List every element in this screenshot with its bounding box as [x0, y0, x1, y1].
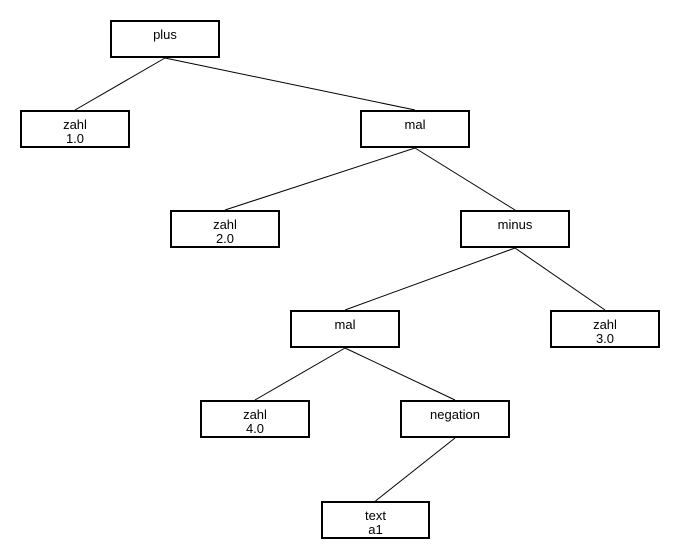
node-label-line: negation	[430, 407, 480, 422]
node-label-line: 4.0	[245, 421, 265, 436]
node-label-line: zahl	[593, 317, 617, 332]
tree-node-mal2: mal	[290, 310, 400, 348]
node-label-line: minus	[497, 217, 533, 232]
tree-edge	[164, 57, 416, 111]
tree-edge	[344, 347, 456, 401]
tree-node-plus: plus	[110, 20, 220, 58]
tree-edge	[514, 247, 606, 311]
tree-edge	[414, 147, 516, 211]
tree-edge	[254, 347, 346, 401]
tree-node-minus: minus	[460, 210, 570, 248]
node-label-line: zahl	[63, 117, 87, 132]
tree-node-negation: negation	[400, 400, 510, 438]
tree-edge	[224, 147, 416, 211]
node-label-line: 2.0	[215, 231, 235, 246]
tree-edge	[344, 247, 516, 311]
node-label-line: a1	[368, 522, 383, 537]
node-label-line: zahl	[243, 407, 267, 422]
node-label-line: 3.0	[595, 331, 615, 346]
tree-edge	[74, 57, 166, 111]
node-label-line: mal	[404, 117, 426, 132]
node-label-line: 1.0	[65, 131, 85, 146]
tree-edge	[375, 437, 456, 502]
node-label-line: mal	[334, 317, 356, 332]
node-label-line: zahl	[213, 217, 237, 232]
tree-node-mal1: mal	[360, 110, 470, 148]
node-label-line: plus	[153, 27, 177, 42]
node-label-line: text	[365, 508, 386, 523]
